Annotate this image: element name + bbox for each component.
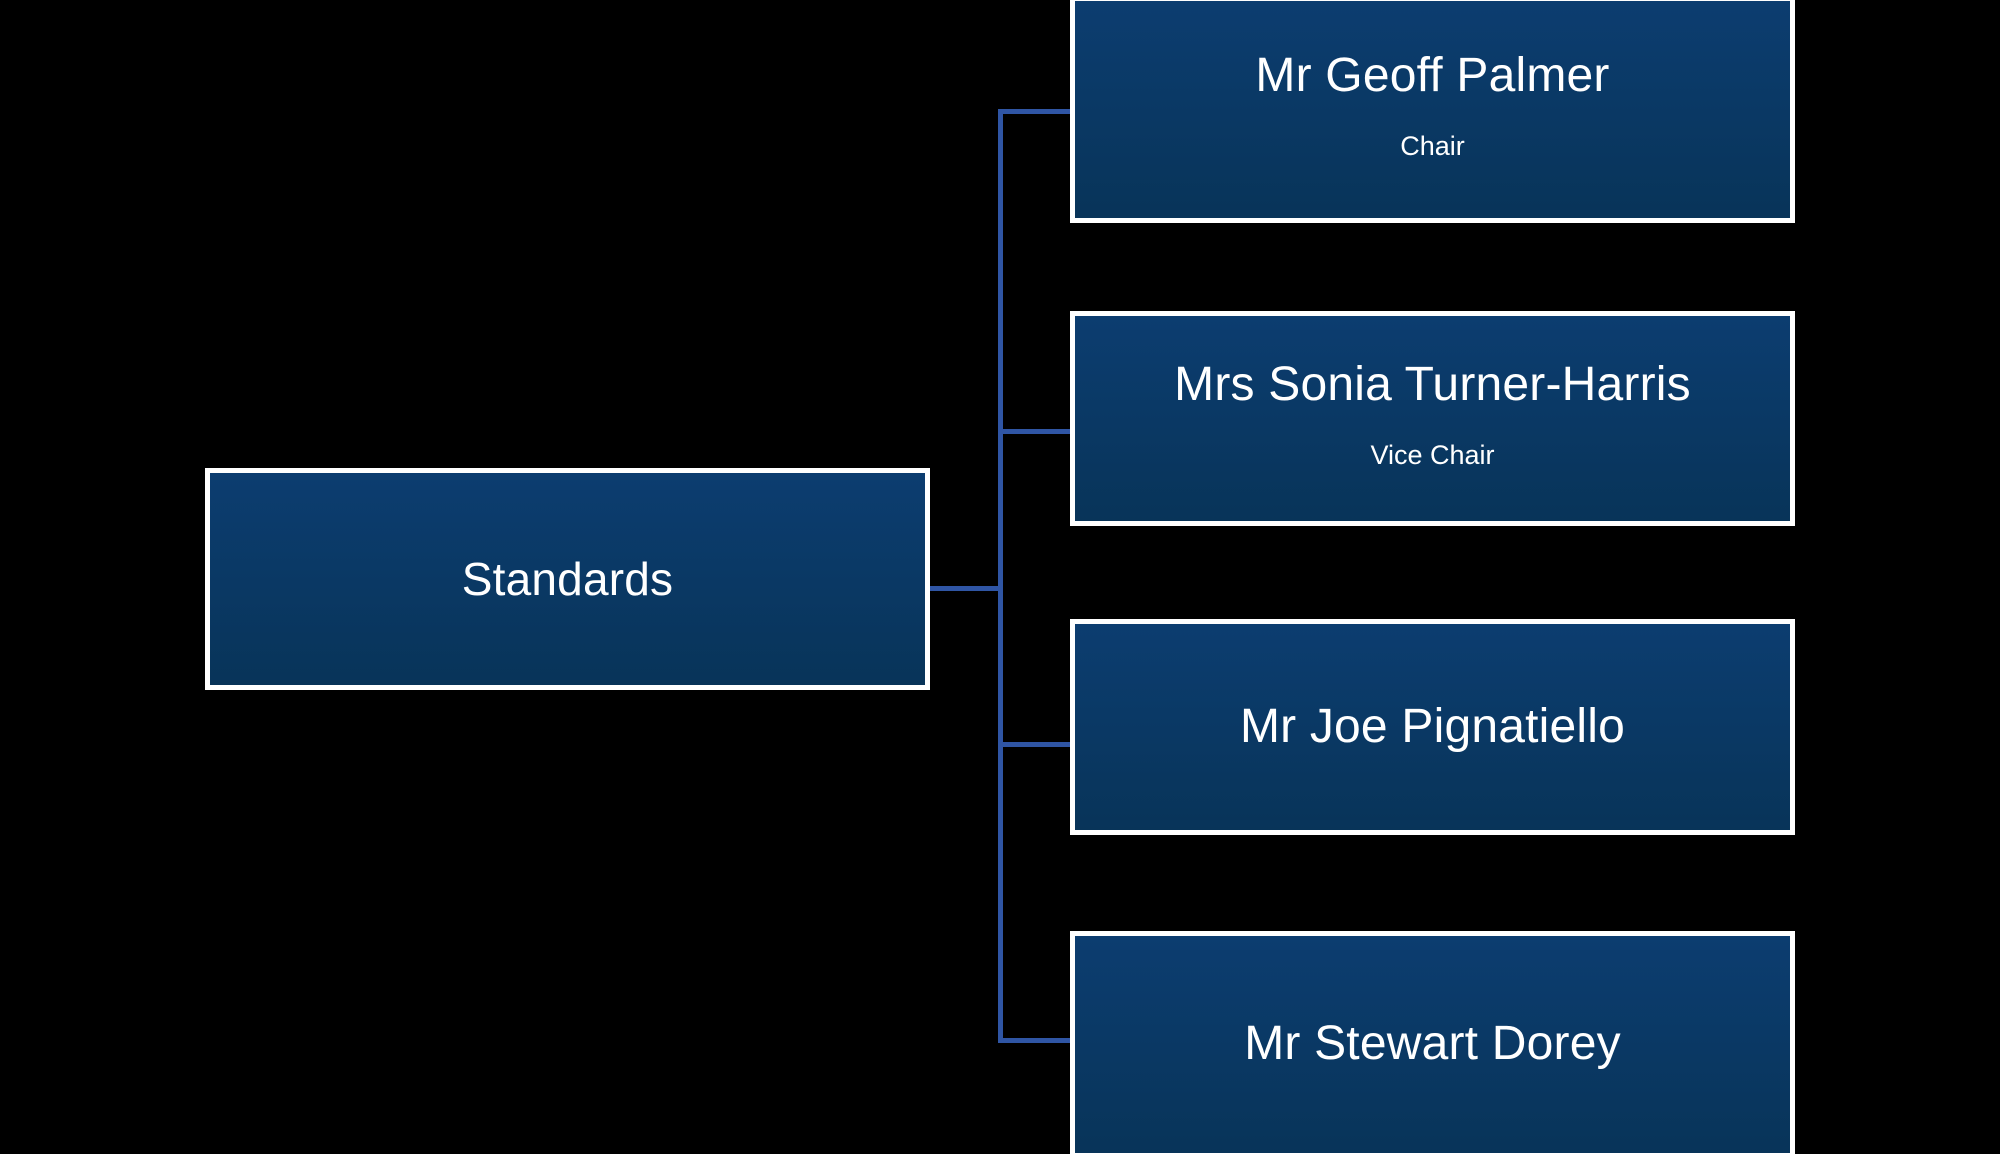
org-node-member-1[interactable]: Mr Geoff Palmer Chair xyxy=(1070,0,1795,223)
org-node-member-3[interactable]: Mr Joe Pignatiello xyxy=(1070,619,1795,835)
connector-stub-child-1 xyxy=(998,109,1074,114)
org-node-role: Vice Chair xyxy=(1370,439,1495,470)
org-node-member-4[interactable]: Mr Stewart Dorey xyxy=(1070,931,1795,1154)
org-node-title: Standards xyxy=(461,552,674,605)
org-node-name: Mr Joe Pignatiello xyxy=(1239,699,1626,753)
connector-stub-child-4 xyxy=(998,1038,1074,1043)
connector-stub-child-2 xyxy=(998,429,1074,434)
connector-stub-child-3 xyxy=(998,742,1074,747)
org-node-name: Mrs Sonia Turner-Harris xyxy=(1174,358,1691,412)
org-node-name: Mr Stewart Dorey xyxy=(1244,1017,1621,1071)
org-node-member-2[interactable]: Mrs Sonia Turner-Harris Vice Chair xyxy=(1070,311,1795,526)
connector-root-stub xyxy=(928,586,1002,591)
connector-trunk-vertical xyxy=(998,109,1003,1043)
org-node-name: Mr Geoff Palmer xyxy=(1255,49,1610,103)
org-node-role: Chair xyxy=(1400,130,1465,161)
org-node-root-standards[interactable]: Standards xyxy=(205,468,930,690)
